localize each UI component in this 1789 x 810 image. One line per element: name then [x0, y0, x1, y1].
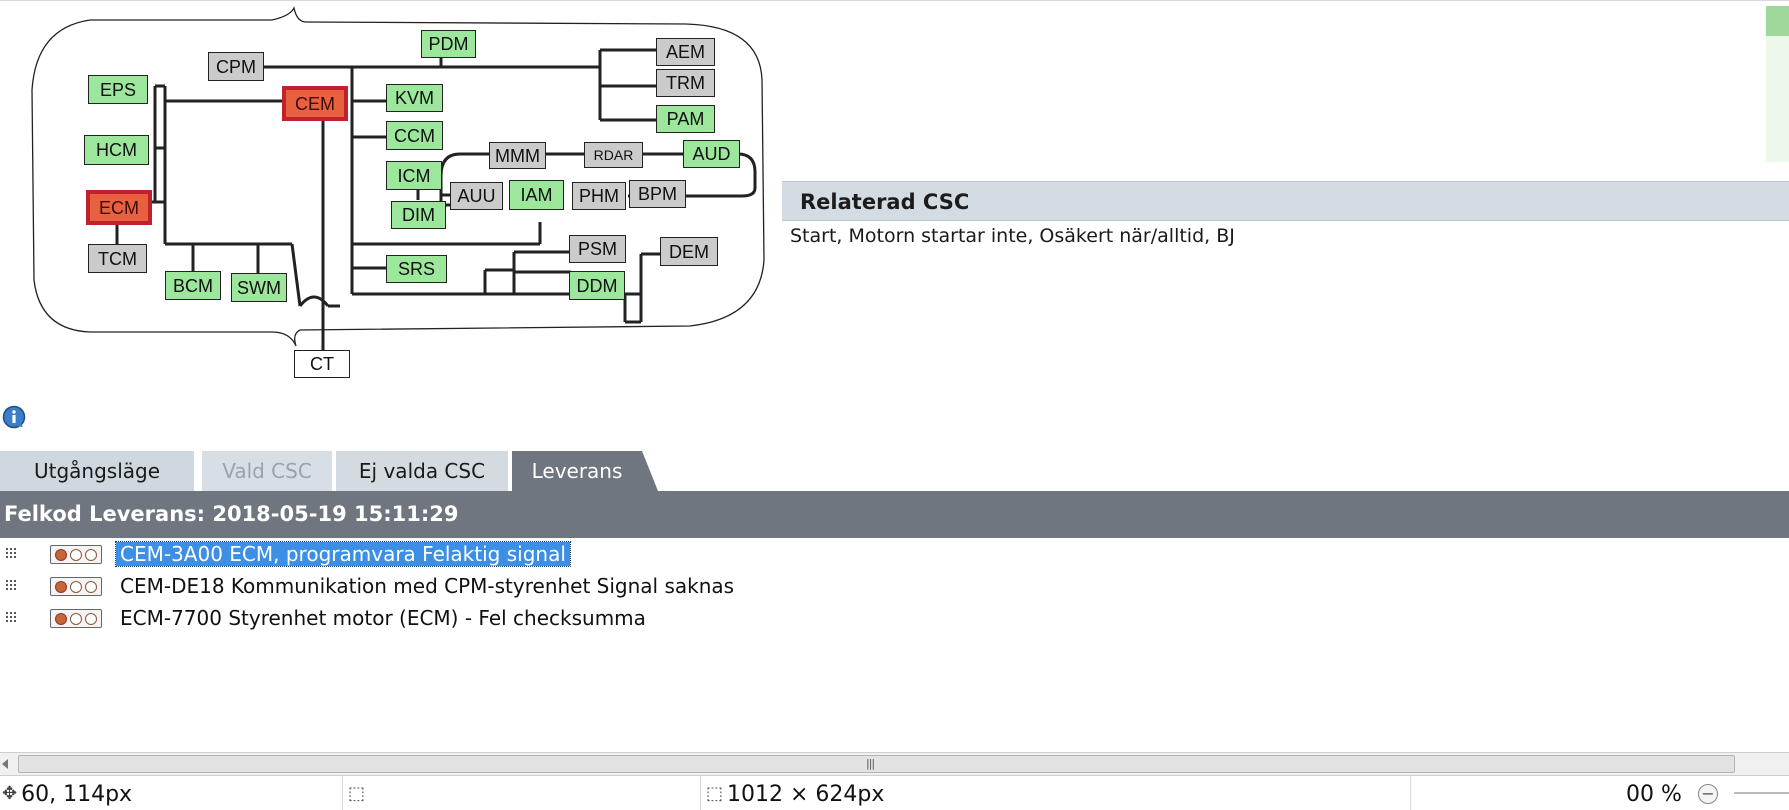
status-lights-icon	[50, 577, 102, 596]
cursor-position-value: 60, 114px	[21, 782, 133, 807]
node-auu[interactable]: AUU	[450, 182, 503, 210]
top-border	[0, 0, 1789, 1]
tab-leverans[interactable]: Leverans	[512, 451, 658, 491]
node-cpm[interactable]: CPM	[208, 52, 264, 81]
node-dim[interactable]: DIM	[391, 201, 446, 229]
fault-label[interactable]: CEM-3A00 ECM, programvara Felaktig signa…	[115, 541, 571, 567]
status-lights-icon	[50, 545, 102, 564]
node-eps[interactable]: EPS	[88, 75, 148, 104]
node-phm[interactable]: PHM	[572, 182, 626, 210]
tab-ej-valda-csc[interactable]: Ej valda CSC	[336, 451, 508, 491]
node-pdm[interactable]: PDM	[421, 30, 476, 58]
node-trm[interactable]: TRM	[656, 69, 715, 97]
drag-handle-icon[interactable]	[6, 612, 18, 626]
node-ccm[interactable]: CCM	[386, 121, 443, 150]
image-size: ⬚1012 × 624px	[706, 782, 884, 807]
node-bpm[interactable]: BPM	[629, 180, 686, 208]
node-pam[interactable]: PAM	[656, 105, 715, 133]
move-cursor-icon: ✥	[2, 783, 18, 804]
car-outline	[31, 6, 765, 347]
node-dem[interactable]: DEM	[660, 237, 718, 266]
node-hcm[interactable]: HCM	[84, 135, 149, 165]
node-rdar[interactable]: RDAR	[584, 142, 643, 168]
zoom-slider[interactable]	[1734, 792, 1789, 794]
status-separator	[1410, 776, 1411, 810]
scrollbar-grip-icon: |||	[866, 757, 875, 770]
related-csc-text: Start, Motorn startar inte, Osäkert när/…	[790, 225, 1235, 247]
status-lights-icon	[50, 609, 102, 628]
right-edge-panel	[1766, 6, 1789, 162]
node-swm[interactable]: SWM	[231, 273, 287, 302]
related-csc-title: Relaterad CSC	[800, 190, 970, 214]
node-bcm[interactable]: BCM	[165, 271, 221, 300]
status-bar: ✥60, 114px ⬚ ⬚1012 × 624px 00 % −	[0, 776, 1789, 810]
node-icm[interactable]: ICM	[386, 161, 442, 190]
node-psm[interactable]: PSM	[569, 235, 626, 263]
zoom-level: 00 %	[1626, 782, 1682, 807]
selection-size: ⬚	[348, 782, 369, 807]
drag-handle-icon[interactable]	[6, 580, 18, 594]
node-cem[interactable]: CEM	[282, 86, 348, 121]
felkod-title: Felkod Leverans: 2018-05-19 15:11:29	[4, 502, 459, 526]
node-aem[interactable]: AEM	[656, 38, 715, 66]
related-csc-header: Relaterad CSC	[782, 181, 1789, 221]
right-edge-accent	[1766, 6, 1789, 36]
image-size-value: 1012 × 624px	[727, 782, 885, 807]
drag-handle-icon[interactable]	[6, 548, 18, 562]
node-ddm[interactable]: DDM	[569, 271, 625, 300]
selection-icon: ⬚	[348, 783, 366, 804]
horizontal-scrollbar[interactable]: |||	[0, 752, 1789, 776]
image-size-icon: ⬚	[706, 783, 724, 804]
node-mmm[interactable]: MMM	[489, 142, 546, 169]
cursor-position: ✥60, 114px	[2, 782, 132, 807]
info-icon[interactable]	[2, 405, 26, 429]
fault-row[interactable]: CEM-DE18 Kommunikation med CPM-styrenhet…	[0, 572, 900, 602]
bus-lines	[115, 48, 757, 350]
network-diagram: PDM CPM AEM TRM PAM EPS CEM KVM CCM HCM …	[0, 0, 780, 390]
status-separator	[700, 776, 701, 810]
node-kvm[interactable]: KVM	[386, 84, 443, 112]
node-tcm[interactable]: TCM	[88, 244, 147, 273]
fault-label[interactable]: ECM-7700 Styrenhet motor (ECM) - Fel che…	[120, 606, 646, 630]
node-srs[interactable]: SRS	[386, 255, 447, 283]
scrollbar-thumb[interactable]	[18, 755, 1735, 773]
tab-utgangslage[interactable]: Utgångsläge	[0, 451, 194, 491]
node-ct[interactable]: CT	[294, 350, 350, 378]
zoom-out-icon[interactable]: −	[1698, 784, 1718, 804]
diagram-wires	[31, 6, 765, 350]
scroll-left-arrow-icon[interactable]	[2, 759, 8, 769]
tab-vald-csc[interactable]: Vald CSC	[202, 451, 332, 491]
node-aud[interactable]: AUD	[683, 140, 740, 168]
fault-label[interactable]: CEM-DE18 Kommunikation med CPM-styrenhet…	[120, 574, 735, 598]
fault-row[interactable]: ECM-7700 Styrenhet motor (ECM) - Fel che…	[0, 604, 900, 634]
fault-row[interactable]: CEM-3A00 ECM, programvara Felaktig signa…	[0, 540, 900, 570]
status-separator	[342, 776, 343, 810]
node-iam[interactable]: IAM	[509, 180, 564, 210]
node-ecm[interactable]: ECM	[86, 190, 152, 225]
felkod-header: Felkod Leverans: 2018-05-19 15:11:29	[0, 491, 1789, 538]
